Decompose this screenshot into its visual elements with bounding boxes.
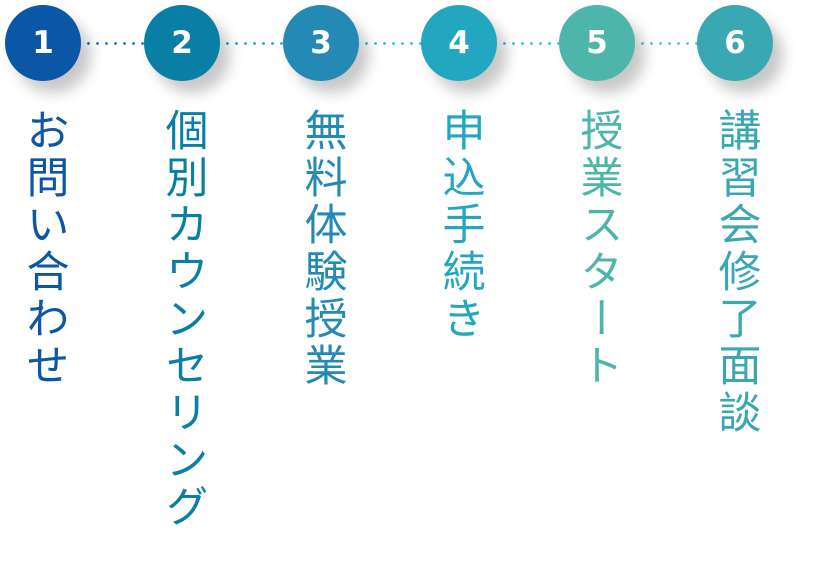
step-number-badge: 5 <box>559 5 635 81</box>
step-label: 申込手続き <box>435 108 485 343</box>
connector-2-3 <box>221 42 283 45</box>
connector-4-5 <box>498 42 560 45</box>
step-number: 1 <box>32 24 54 61</box>
step-number-badge: 6 <box>697 5 773 81</box>
step-number-badge: 1 <box>5 5 81 81</box>
connector-5-6 <box>636 42 698 45</box>
step-label: 無料体験授業 <box>297 108 347 390</box>
step-number: 3 <box>310 24 332 61</box>
step-number: 5 <box>586 24 608 61</box>
step-label: 個別カウンセリング <box>158 108 208 531</box>
step-label: お問い合わせ <box>19 108 69 390</box>
step-number-badge: 3 <box>283 5 359 81</box>
step-number-badge: 2 <box>144 5 220 81</box>
step-label: 講習会修了面談 <box>711 108 761 437</box>
step-number-badge: 4 <box>421 5 497 81</box>
step-number: 6 <box>724 24 746 61</box>
connector-1-2 <box>82 42 144 45</box>
connector-3-4 <box>360 42 422 45</box>
step-number: 2 <box>171 24 193 61</box>
step-number: 4 <box>448 24 470 61</box>
step-label: 授業スタート <box>573 108 623 390</box>
